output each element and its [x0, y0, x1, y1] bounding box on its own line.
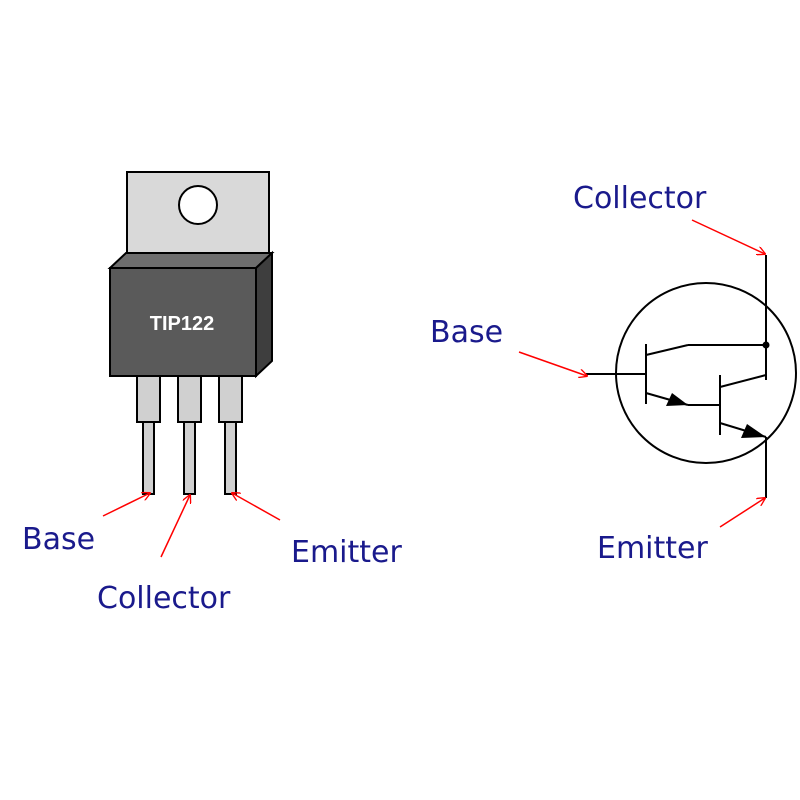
mounting-hole — [178, 185, 218, 225]
leg-emitter-upper — [218, 375, 243, 423]
darlington-symbol — [586, 255, 797, 498]
pkg-collector-label: Collector — [97, 581, 231, 616]
leg-collector-lower — [183, 421, 196, 495]
pkg-base-label: Base — [22, 522, 95, 557]
leg-collector-upper — [177, 375, 202, 423]
to220-package: TIP122 — [107, 171, 275, 495]
package-body-top — [107, 252, 275, 269]
sch-collector-arrow — [691, 219, 765, 254]
sch-emitter-label: Emitter — [597, 531, 708, 566]
sch-base-label: Base — [430, 315, 503, 350]
pkg-collector-arrow — [160, 495, 190, 558]
collector-junction-dot — [762, 341, 770, 349]
sch-collector-label: Collector — [573, 181, 707, 216]
pkg-base-arrow — [102, 493, 150, 517]
leg-base-upper — [136, 375, 161, 423]
pkg-emitter-label: Emitter — [291, 535, 402, 570]
package-body — [109, 267, 257, 377]
part-number: TIP122 — [150, 313, 214, 335]
package-body-side — [255, 250, 273, 379]
leg-emitter-lower — [224, 421, 237, 495]
q1-emitter-arrowhead — [666, 393, 688, 406]
q2-emitter-arrowhead — [741, 424, 766, 438]
pkg-emitter-arrow — [232, 493, 281, 521]
sch-base-arrow — [518, 351, 587, 376]
sch-emitter-arrow — [719, 498, 765, 528]
leg-base-lower — [142, 421, 155, 495]
q1-collector — [645, 344, 689, 356]
q2-collector — [719, 374, 767, 388]
